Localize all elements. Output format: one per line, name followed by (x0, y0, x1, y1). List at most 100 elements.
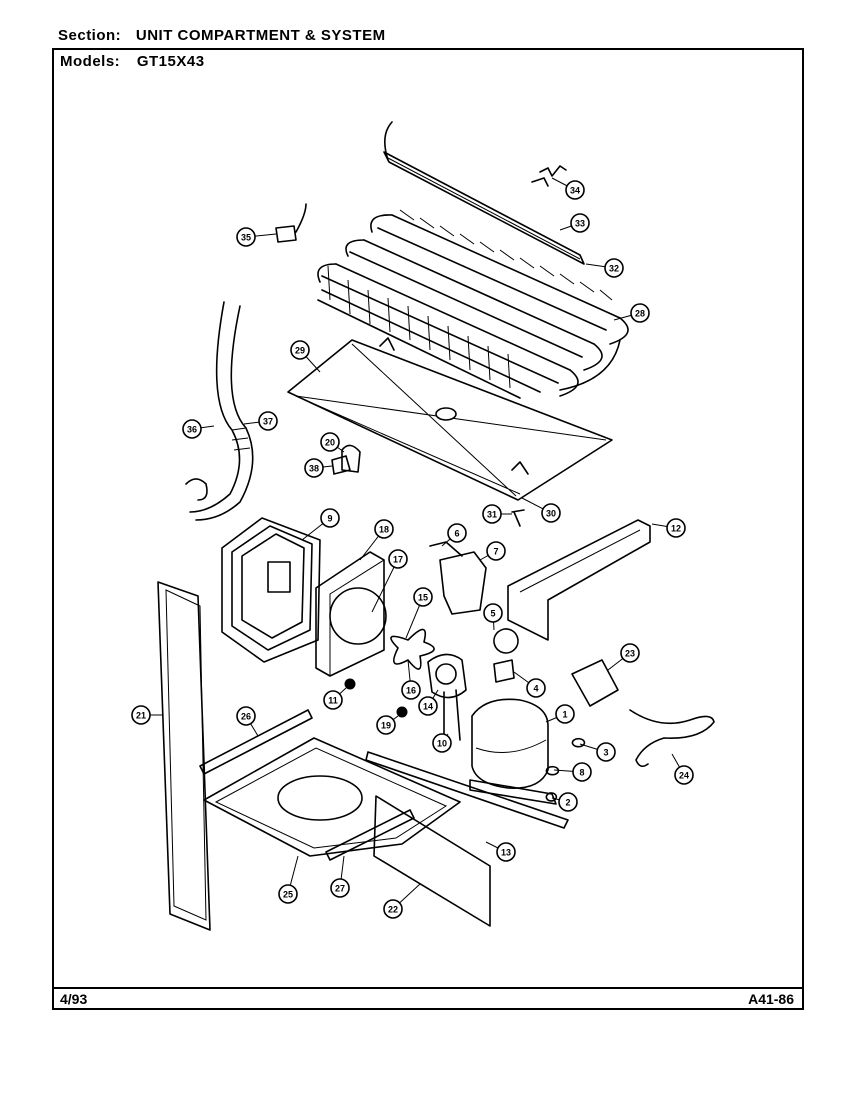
callout-26: 26 (236, 706, 259, 737)
callout-number: 26 (241, 712, 251, 722)
callout-circle (236, 227, 256, 247)
callout-circle (572, 762, 592, 782)
callout-circle (483, 603, 503, 623)
callout-number: 24 (679, 771, 689, 781)
compressor (469, 698, 557, 805)
callout-circle (666, 518, 686, 538)
callout-7: 7 (479, 541, 506, 561)
callout-number: 18 (379, 525, 389, 535)
callout-number: 32 (609, 264, 619, 274)
callout-circle (418, 696, 438, 716)
callout-number: 12 (671, 524, 681, 534)
callout-number: 11 (328, 696, 338, 706)
callout-leader (371, 558, 399, 613)
callout-31: 31 (482, 504, 512, 524)
callout-circle (526, 678, 546, 698)
callout-20: 20 (320, 432, 345, 453)
fan-motor (427, 653, 467, 741)
callout-32: 32 (585, 258, 624, 278)
callout-number: 21 (136, 711, 146, 721)
section-heading: Section: UNIT COMPARTMENT & SYSTEM (58, 27, 386, 44)
callout-11: 11 (323, 687, 347, 710)
callout-circle (570, 213, 590, 233)
callout-number: 6 (454, 529, 459, 539)
callout-number: 33 (575, 219, 585, 229)
callout-circle (630, 303, 650, 323)
callout-21: 21 (131, 705, 162, 725)
models-value: GT15X43 (136, 53, 205, 70)
relay-bracket (439, 551, 487, 615)
callout-circle (620, 643, 640, 663)
callout-35: 35 (236, 227, 277, 247)
callout-circle (486, 541, 506, 561)
callout-3: 3 (579, 742, 616, 762)
part-38-clip (331, 455, 351, 475)
part-20-grommet (341, 444, 361, 473)
base-pan (203, 737, 461, 857)
callout-4: 4 (513, 671, 546, 698)
fan-shroud (315, 551, 387, 677)
condenser-bracket-rail (383, 121, 585, 265)
callout-12: 12 (651, 518, 686, 538)
callout-1: 1 (545, 704, 575, 724)
callout-34: 34 (551, 177, 585, 200)
page-code: A41-86 (748, 991, 794, 1007)
callout-number: 7 (493, 547, 498, 557)
callout-circle (674, 765, 694, 785)
callout-circle (304, 458, 324, 478)
callout-number: 4 (533, 684, 538, 694)
callout-number: 23 (625, 649, 635, 659)
callout-circle (131, 705, 151, 725)
callout-number: 27 (335, 884, 345, 894)
part-11-grommet (344, 678, 356, 690)
callout-number: 37 (263, 417, 273, 427)
part-35-clamp (275, 203, 307, 243)
callout-33: 33 (559, 213, 590, 233)
callout-23: 23 (607, 643, 640, 671)
power-cord (629, 709, 715, 768)
callout-circle (432, 733, 452, 753)
callout-36: 36 (182, 419, 215, 439)
callout-2: 2 (551, 792, 578, 812)
callout-number: 30 (546, 509, 556, 519)
callout-circle (383, 899, 403, 919)
callout-circle (413, 587, 433, 607)
callout-6: 6 (441, 523, 467, 547)
rail-bracket-12 (507, 519, 651, 641)
callout-number: 14 (423, 702, 433, 712)
rail-27 (325, 809, 415, 861)
callout-circle (290, 340, 310, 360)
callout-circle (320, 432, 340, 452)
callout-number: 19 (381, 721, 391, 731)
clip-part (531, 165, 567, 187)
fan-blade (390, 628, 435, 670)
callout-30: 30 (521, 497, 561, 523)
callout-number: 25 (283, 890, 293, 900)
callout-number: 29 (295, 346, 305, 356)
callout-19: 19 (376, 715, 399, 735)
date-code: 4/93 (60, 991, 88, 1007)
callout-circle (555, 704, 575, 724)
callout-circle (558, 792, 578, 812)
callout-circle (376, 715, 396, 735)
part-31-screw (511, 509, 525, 527)
part-19-grommet (396, 706, 408, 718)
callout-29: 29 (290, 340, 321, 373)
callout-number: 1 (562, 710, 567, 720)
callout-circle (604, 258, 624, 278)
callout-number: 38 (309, 464, 319, 474)
callout-5: 5 (483, 603, 503, 631)
callout-number: 9 (327, 514, 332, 524)
gasket-21 (157, 581, 211, 931)
section-label: Section: (58, 27, 122, 44)
part-8-grommet (545, 765, 560, 776)
callout-circle (401, 680, 421, 700)
callout-38: 38 (304, 458, 333, 478)
callout-circle (236, 706, 256, 726)
footer-divider (54, 987, 802, 989)
access-panel (373, 795, 491, 927)
callout-circle (388, 549, 408, 569)
callout-number: 2 (565, 798, 570, 808)
callout-number: 8 (579, 768, 584, 778)
